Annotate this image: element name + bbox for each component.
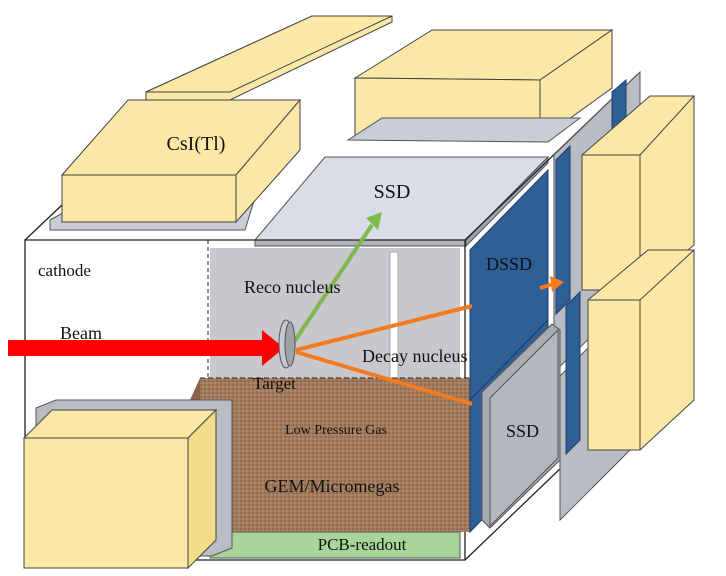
label-reco-nucleus: Reco nucleus — [244, 277, 340, 297]
beam-arrow — [8, 330, 284, 366]
decay-track-arrowhead — [550, 276, 564, 292]
label-csi: CsI(Tl) — [167, 133, 226, 155]
csi-right-lower — [587, 249, 695, 451]
label-pcb-readout: PCB-readout — [318, 535, 407, 554]
csi-front-left-lower — [22, 408, 218, 570]
ssd-side-face — [489, 328, 559, 528]
label-ssd-side: SSD — [506, 421, 539, 441]
label-beam: Beam — [60, 323, 102, 343]
label-target: Target — [253, 374, 296, 393]
reco-nucleus-track — [290, 223, 374, 347]
csi-back-left — [145, 15, 393, 101]
label-low-pressure-gas: Low Pressure Gas — [285, 423, 387, 438]
dssd-strip-2 — [565, 290, 581, 456]
decay-track-lower — [295, 350, 473, 406]
target-foil — [278, 319, 296, 369]
dssd-strip-1 — [555, 144, 571, 316]
label-dssd: DSSD — [486, 254, 532, 274]
label-gem-micromegas: GEM/Micromegas — [265, 476, 400, 496]
csi-right-upper — [581, 95, 695, 291]
reco-nucleus-arrowhead — [366, 212, 382, 230]
csi-front-left — [60, 98, 302, 224]
label-decay-nucleus: Decay nucleus — [362, 346, 467, 366]
ssd-top-back-plate — [346, 117, 582, 143]
label-cathode: cathode — [38, 261, 91, 280]
gas-volume-front — [200, 378, 470, 532]
decay-track-upper — [295, 304, 473, 352]
label-ssd-top: SSD — [374, 181, 411, 203]
